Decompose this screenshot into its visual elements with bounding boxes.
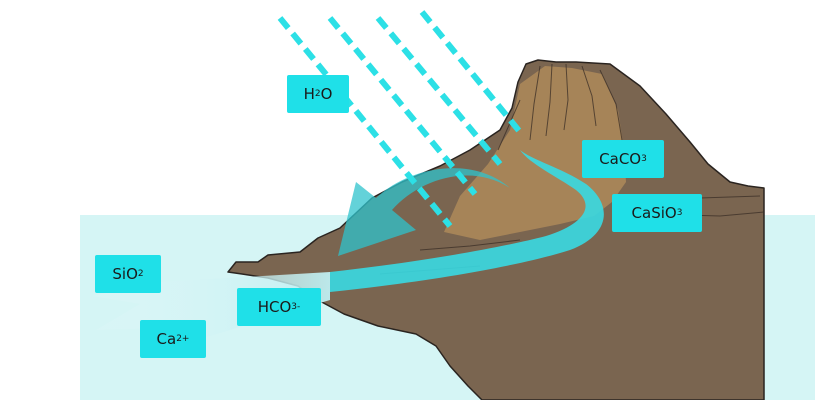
runoff-arrow <box>338 168 510 256</box>
river <box>330 150 604 292</box>
rain-streaks <box>277 10 523 228</box>
weathered-slope <box>444 66 626 240</box>
